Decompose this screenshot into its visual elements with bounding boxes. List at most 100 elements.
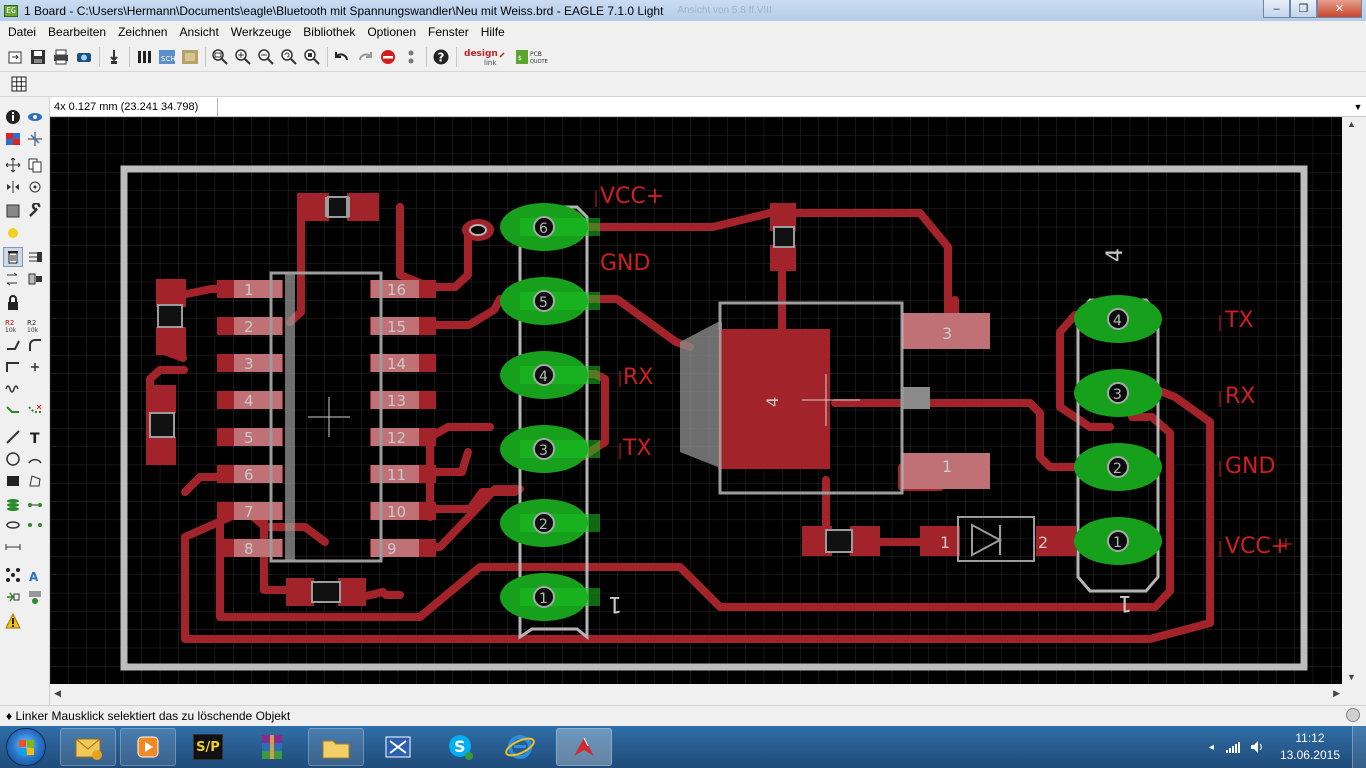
header-pad[interactable]: 1 <box>1074 517 1162 565</box>
grid-icon[interactable] <box>8 73 30 95</box>
ic-pad-right[interactable]: 16 <box>370 280 436 299</box>
header-pad[interactable]: 2 <box>500 499 600 547</box>
diode[interactable]: 1 2 <box>920 516 1076 562</box>
optimize-icon[interactable] <box>3 357 23 377</box>
ic-pad-right[interactable]: 13 <box>370 391 436 410</box>
scroll-up-arrow-icon[interactable]: ▲ <box>1347 119 1356 129</box>
meander-icon[interactable] <box>3 379 23 399</box>
mark-icon[interactable] <box>25 129 45 149</box>
move-icon[interactable] <box>3 155 23 175</box>
maximize-button[interactable]: ❐ <box>1290 0 1317 18</box>
autorouter-icon[interactable]: A <box>25 565 45 585</box>
ic-pad-left[interactable]: 3 <box>217 354 283 373</box>
show-desktop-button[interactable] <box>1352 726 1366 768</box>
close-button[interactable]: ✕ <box>1317 0 1362 18</box>
ic-pad-left[interactable]: 7 <box>217 502 283 521</box>
ic-pad-left[interactable]: 2 <box>217 317 283 336</box>
change-wrench-icon[interactable] <box>25 201 45 221</box>
command-history-dropdown-icon[interactable]: ▼ <box>1353 101 1363 112</box>
text-icon[interactable]: T <box>25 427 45 447</box>
cam-processor-icon[interactable] <box>73 46 95 68</box>
arc-icon[interactable] <box>25 449 45 469</box>
signal-icon[interactable] <box>25 495 45 515</box>
menu-ansicht[interactable]: Ansicht <box>179 24 219 39</box>
wire-icon[interactable] <box>3 427 23 447</box>
drc-icon[interactable] <box>25 587 45 607</box>
split-icon[interactable] <box>3 335 23 355</box>
replace-icon[interactable] <box>25 269 45 289</box>
header-pad[interactable]: 3 <box>1074 369 1162 417</box>
ic-pad-right[interactable]: 9 <box>370 539 436 558</box>
board-canvas[interactable]: 4 3 1 <box>50 117 1342 684</box>
ic-pad-left[interactable]: 1 <box>217 280 283 299</box>
network-signal-icon[interactable] <box>1225 741 1240 753</box>
stop-button[interactable] <box>1346 708 1360 722</box>
taskbar-winrar[interactable] <box>244 728 300 766</box>
header-pad[interactable]: 1 <box>500 573 600 621</box>
board-switch-icon[interactable] <box>179 46 201 68</box>
horizontal-scrollbar[interactable]: ◀ ▶ <box>50 684 1366 705</box>
erc-icon[interactable] <box>3 587 23 607</box>
capacitor-left-upper[interactable] <box>156 279 186 355</box>
menu-datei[interactable]: Datei <box>8 24 37 39</box>
capacitor-bottom[interactable] <box>286 578 366 606</box>
open-icon[interactable] <box>4 46 26 68</box>
go-icon[interactable] <box>400 46 422 68</box>
header-pad[interactable]: 2 <box>1074 443 1162 491</box>
stop-icon[interactable] <box>377 46 399 68</box>
dimension-icon[interactable] <box>3 537 23 557</box>
taskbar-outlook[interactable] <box>60 728 116 766</box>
menu-optionen[interactable]: Optionen <box>367 24 417 39</box>
miter-icon[interactable] <box>25 335 45 355</box>
undo-icon[interactable] <box>331 46 353 68</box>
ic-pad-right[interactable]: 14 <box>370 354 436 373</box>
zoom-select-icon[interactable] <box>301 46 323 68</box>
move-cross-icon[interactable] <box>25 357 45 377</box>
menu-hilfe[interactable]: Hilfe <box>480 24 505 39</box>
start-button[interactable] <box>6 728 46 766</box>
header-pad[interactable]: 4 <box>1074 295 1162 343</box>
pinswap-icon[interactable] <box>3 269 23 289</box>
resistor-near-diode[interactable] <box>802 526 880 556</box>
errors-warning-icon[interactable] <box>3 611 23 631</box>
ic-pad-right[interactable]: 11 <box>370 465 436 484</box>
ratsnest-icon[interactable] <box>3 565 23 585</box>
menu-bibliothek[interactable]: Bibliothek <box>303 24 356 39</box>
attribute-icon[interactable] <box>25 515 45 535</box>
ic-pad-left[interactable]: 5 <box>217 428 283 447</box>
ic-pad-left[interactable]: 4 <box>217 391 283 410</box>
capacitor-vertical-top[interactable] <box>770 203 796 271</box>
menu-fenster[interactable]: Fenster <box>428 24 469 39</box>
command-line-input[interactable] <box>218 97 1350 116</box>
lock-icon[interactable] <box>3 293 23 313</box>
copy-icon[interactable] <box>25 155 45 175</box>
redo-icon[interactable] <box>354 46 376 68</box>
ic-pad-right[interactable]: 10 <box>370 502 436 521</box>
minimize-button[interactable]: ‒ <box>1263 0 1290 18</box>
ic-pad-left[interactable]: 8 <box>217 539 283 558</box>
script-icon[interactable] <box>133 46 155 68</box>
info-icon[interactable] <box>3 107 23 127</box>
taskbar-sp[interactable]: S/P <box>180 728 236 766</box>
taskbar-explorer[interactable] <box>308 728 364 766</box>
paste-icon[interactable] <box>3 223 23 243</box>
scroll-down-arrow-icon[interactable]: ▼ <box>1347 672 1356 682</box>
group-icon[interactable] <box>3 201 23 221</box>
print-icon[interactable] <box>50 46 72 68</box>
ripup-icon[interactable] <box>25 401 45 421</box>
header-pad[interactable]: 3 <box>500 425 600 473</box>
header-pad[interactable]: 4 <box>500 351 600 399</box>
hole-icon[interactable] <box>3 515 23 535</box>
menu-zeichnen[interactable]: Zeichnen <box>118 24 168 39</box>
zoom-out-icon[interactable] <box>255 46 277 68</box>
delete-trash-icon[interactable] <box>3 247 23 267</box>
use-library-icon[interactable] <box>103 46 125 68</box>
voltage-regulator[interactable]: 4 3 1 <box>680 301 990 495</box>
route-icon[interactable] <box>3 401 23 421</box>
smd-parts[interactable] <box>146 193 880 606</box>
scroll-left-arrow-icon[interactable]: ◀ <box>54 688 61 698</box>
vertical-scrollbar[interactable]: ▲ ▼ <box>1342 117 1366 684</box>
